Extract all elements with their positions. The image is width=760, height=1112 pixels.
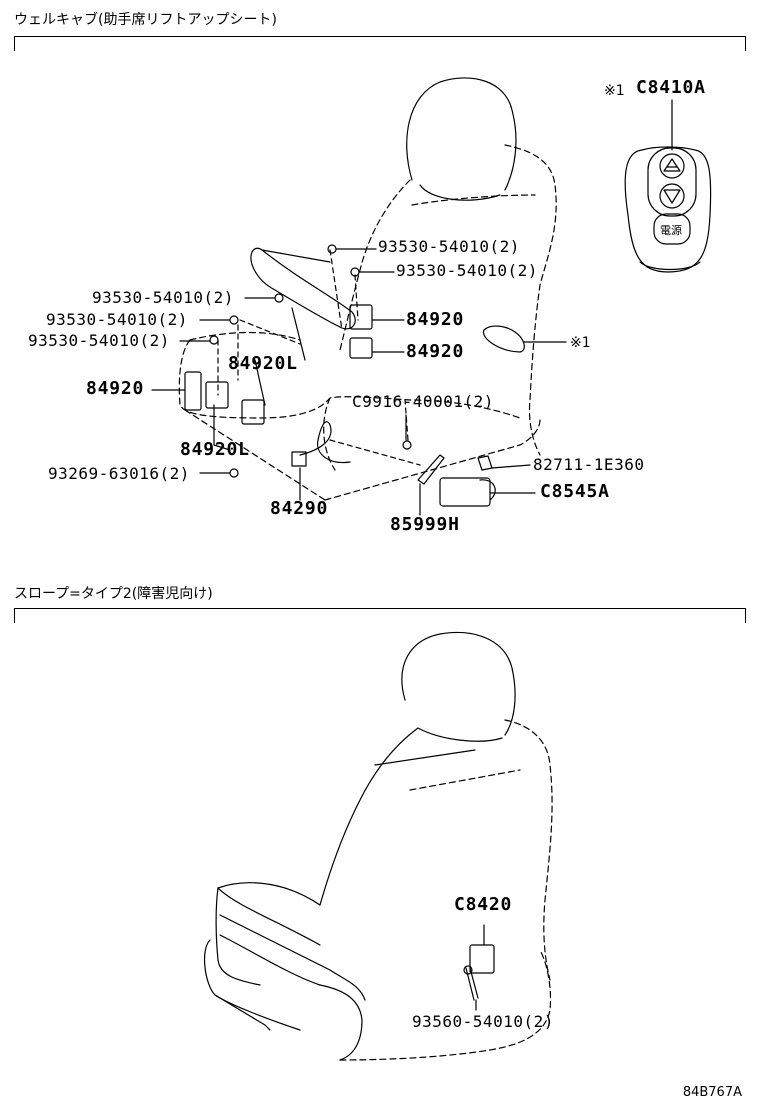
remote-control [625, 100, 710, 272]
label-c8420: C8420 [454, 894, 513, 915]
label-84920-b: 84920 [406, 341, 465, 362]
label-mark-1: ※1 [570, 335, 591, 351]
label-93560: 93560-54010(2) [412, 1012, 554, 1031]
lower-seat-outline [205, 632, 553, 1060]
down-triangle-icon [664, 190, 680, 203]
upper-leader-lines [152, 249, 566, 515]
remote-part-number: C8410A [636, 77, 706, 98]
label-84920l-b: 84920L [180, 439, 250, 460]
label-84920-a: 84920 [406, 309, 465, 330]
stop-icon: 電源 [660, 224, 682, 237]
section-title-slope: スロープ=タイプ2(障害児向け) [14, 586, 213, 602]
label-85999h: 85999H [390, 514, 460, 535]
label-93269: 93269-63016(2) [48, 464, 190, 483]
label-93530-a: 93530-54010(2) [378, 237, 520, 256]
section-title-lift-seat: ウェルキャブ(助手席リフトアップシート) [14, 12, 277, 28]
label-84290: 84290 [270, 498, 329, 519]
label-93530-c: 93530-54010(2) [92, 288, 234, 307]
label-93530-b: 93530-54010(2) [396, 261, 538, 280]
upper-seat-outline [179, 78, 556, 500]
remote-mark: ※1 [604, 83, 625, 99]
label-84920l-a: 84920L [228, 353, 298, 374]
label-c9916: C9916-40001(2) [352, 392, 494, 411]
upper-seat-hardware [185, 245, 524, 506]
label-93530-e: 93530-54010(2) [28, 331, 170, 350]
section-bracket-slope [14, 608, 746, 623]
label-c8545a: C8545A [540, 481, 610, 502]
label-84920-c: 84920 [86, 378, 145, 399]
section-bracket-lift-seat [14, 36, 746, 51]
diagram-code: 84B767A [682, 1085, 742, 1100]
label-93530-d: 93530-54010(2) [46, 310, 188, 329]
label-82711: 82711-1E360 [533, 455, 645, 474]
up-triangle-icon [664, 159, 680, 171]
